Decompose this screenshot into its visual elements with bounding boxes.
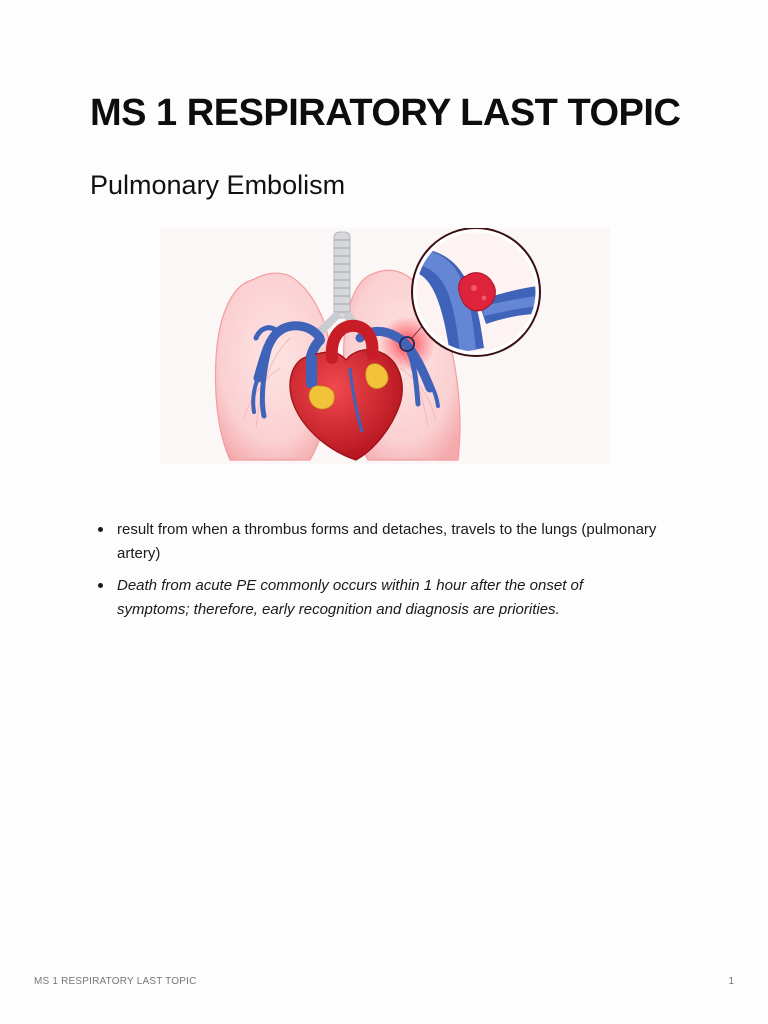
fat-deposit-right xyxy=(365,363,389,389)
trachea xyxy=(333,231,351,319)
page-title: MS 1 RESPIRATORY LAST TOPIC xyxy=(90,92,681,134)
blood-clot xyxy=(458,272,496,312)
footer-running-title: MS 1 RESPIRATORY LAST TOPIC xyxy=(34,976,197,987)
pulmonary-embolism-illustration xyxy=(160,228,610,464)
embolus-marker xyxy=(399,336,415,352)
bullet-text: result from when a thrombus forms and de… xyxy=(117,521,657,562)
section-heading: Pulmonary Embolism xyxy=(90,170,346,200)
bullet-text: Death from acute PE commonly occurs with… xyxy=(117,577,584,618)
list-item: result from when a thrombus forms and de… xyxy=(98,518,657,565)
list-item: Death from acute PE commonly occurs with… xyxy=(98,574,657,621)
bullet-dot xyxy=(98,527,103,532)
page-number: 1 xyxy=(728,976,734,987)
fat-deposit-left xyxy=(308,385,335,410)
bullet-dot xyxy=(98,583,103,588)
bullet-list: result from when a thrombus forms and de… xyxy=(98,518,657,630)
